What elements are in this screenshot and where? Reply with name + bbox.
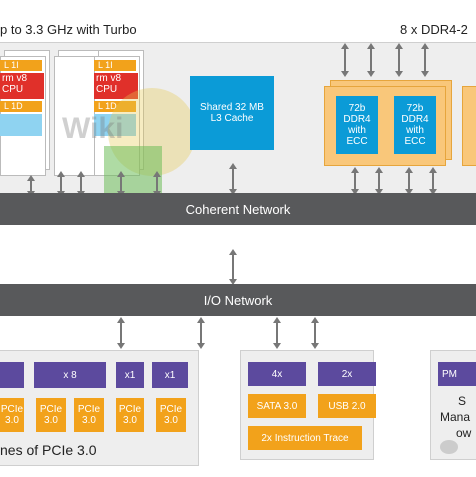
pcie-slot-2-line2: 3.0 bbox=[44, 415, 58, 426]
usb-count: 2x bbox=[318, 362, 376, 386]
cpu-core-line1: rm v8 bbox=[2, 73, 27, 84]
l3-arrow bbox=[229, 163, 237, 195]
io-arrow-4 bbox=[311, 317, 319, 349]
pcie-slot-2-line1: PCIe bbox=[39, 404, 63, 415]
watermark-text: Wiki bbox=[62, 112, 124, 145]
ddr1-line1: 72b bbox=[348, 103, 366, 114]
cpu-arrow-2 bbox=[57, 171, 65, 197]
cpu3-core-line1: rm v8 bbox=[96, 73, 121, 84]
ddr-frame-edge bbox=[462, 86, 476, 166]
cpu-arrow-4 bbox=[117, 171, 125, 197]
io-arrow-1 bbox=[117, 317, 125, 349]
ddr-bottom-arrow-1 bbox=[351, 167, 359, 195]
ddr1-line3: with bbox=[348, 125, 366, 136]
cpu-l2 bbox=[0, 114, 42, 136]
cpu3-core: rm v8 CPU bbox=[94, 73, 138, 99]
pcie-header-x1-a: x1 bbox=[116, 362, 144, 388]
io-arrow-3 bbox=[273, 317, 281, 349]
ddr2-line4: ECC bbox=[404, 136, 426, 147]
mgmt-ow: ow bbox=[456, 426, 472, 440]
ddr-controller-2: 72b DDR4 with ECC bbox=[394, 96, 436, 154]
cpu-l1d: L 1D bbox=[0, 101, 42, 112]
pcie-slot-2: PCIe 3.0 bbox=[36, 398, 66, 432]
ddr2-line3: with bbox=[406, 125, 424, 136]
ddr-top-arrow-3 bbox=[395, 43, 403, 77]
pcie-slot-4-line1: PCIe bbox=[118, 404, 142, 415]
pcie-slot-5-line2: 3.0 bbox=[164, 415, 178, 426]
pcie-slot-1-line1: PCIe bbox=[0, 404, 24, 415]
watermark-green-block bbox=[104, 146, 162, 196]
coherent-io-arrow bbox=[229, 249, 237, 285]
ddr-controller-1: 72b DDR4 with ECC bbox=[336, 96, 378, 154]
cpu3-l1d: L 1D bbox=[94, 101, 136, 112]
ddr-top-arrow-2 bbox=[367, 43, 375, 77]
pcie-slot-1: PCIe 3.0 bbox=[0, 398, 24, 432]
instruction-trace-block: 2x Instruction Trace bbox=[248, 426, 362, 450]
pcie-slot-4: PCIe 3.0 bbox=[116, 398, 144, 432]
pcie-header-x8: x 8 bbox=[34, 362, 106, 388]
ddr-bottom-arrow-3 bbox=[405, 167, 413, 195]
coherent-network: Coherent Network bbox=[0, 193, 476, 225]
pcie-slot-4-line2: 3.0 bbox=[123, 415, 137, 426]
ddr-bottom-arrow-4 bbox=[429, 167, 437, 195]
sata-block: SATA 3.0 bbox=[248, 394, 306, 418]
cpu-arrow-1 bbox=[27, 175, 35, 197]
l3-cache-line1: Shared 32 MB bbox=[200, 102, 264, 113]
ddr-top-arrow-1 bbox=[341, 43, 349, 77]
pcie-header-first bbox=[0, 362, 24, 388]
pcie-slot-3-line1: PCIe bbox=[77, 404, 101, 415]
cpu-arrow-3 bbox=[77, 171, 85, 197]
cpu-speed-label: p to 3.3 GHz with Turbo bbox=[0, 22, 137, 37]
cpu-arrow-5 bbox=[153, 171, 161, 197]
cpu-l1i: L 1I bbox=[0, 60, 42, 71]
wechat-logo-icon bbox=[440, 440, 458, 454]
cpu-core: rm v8 CPU bbox=[0, 73, 44, 99]
mgmt-mana: Mana bbox=[440, 410, 471, 424]
pcie-slot-5: PCIe 3.0 bbox=[156, 398, 186, 432]
pcie-slot-3: PCIe 3.0 bbox=[74, 398, 104, 432]
io-arrow-2 bbox=[197, 317, 205, 349]
coherent-network-label: Coherent Network bbox=[185, 201, 291, 217]
mgmt-s: S bbox=[458, 394, 467, 408]
sata-count: 4x bbox=[248, 362, 306, 386]
l3-cache: Shared 32 MB L3 Cache bbox=[190, 76, 274, 150]
io-network-label: I/O Network bbox=[203, 292, 273, 308]
ddr1-line4: ECC bbox=[346, 136, 368, 147]
pcie-slot-1-line2: 3.0 bbox=[5, 415, 19, 426]
pcie-header-x1-b: x1 bbox=[152, 362, 188, 388]
ddr-bottom-arrow-2 bbox=[375, 167, 383, 195]
l3-cache-line2: L3 Cache bbox=[210, 113, 254, 124]
ddr2-line2: DDR4 bbox=[401, 114, 429, 125]
ddr-top-arrow-4 bbox=[421, 43, 429, 77]
cpu-core-line2: CPU bbox=[2, 84, 24, 95]
cpu3-core-line2: CPU bbox=[96, 84, 118, 95]
ddr2-line1: 72b bbox=[406, 103, 424, 114]
cpu3-l2 bbox=[94, 114, 136, 136]
pm-block: PM bbox=[438, 362, 476, 386]
usb-block: USB 2.0 bbox=[318, 394, 376, 418]
io-network: I/O Network bbox=[0, 284, 476, 316]
ddr1-line2: DDR4 bbox=[343, 114, 371, 125]
pcie-slot-5-line1: PCIe bbox=[159, 404, 183, 415]
ddr-header-label: 8 x DDR4-2 bbox=[400, 22, 468, 37]
pcie-caption: nes of PCIe 3.0 bbox=[0, 442, 97, 458]
cpu3-l1i: L 1I bbox=[94, 60, 136, 71]
pcie-slot-3-line2: 3.0 bbox=[82, 415, 96, 426]
